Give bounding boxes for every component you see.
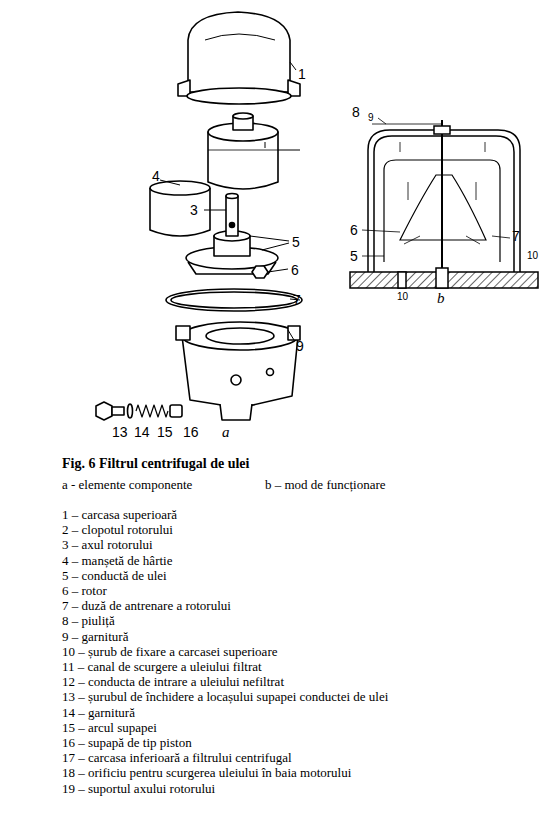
part-list-item: 3 – axul rotorului (62, 538, 153, 553)
leader-lines (160, 62, 300, 340)
section-view (350, 118, 538, 288)
gasket-ring (166, 289, 302, 311)
part-list-item: 6 – rotor (62, 584, 107, 599)
rotor-bell (208, 113, 278, 189)
lower-housing (176, 322, 300, 420)
part-list-item: 4 – manșetă de hârtie (62, 554, 172, 569)
part-list-item: 12 – conducta de intrare a uleiului nefi… (62, 675, 284, 690)
upper-housing (178, 12, 300, 104)
callout-number: 13 (112, 424, 128, 440)
callout-number: 1 (298, 66, 306, 82)
part-list-item: 17 – carcasa inferioară a filtrului cent… (62, 751, 292, 766)
callout-number: 15 (157, 424, 173, 440)
callout-number: 7 (512, 228, 520, 244)
callout-number: 4 (152, 168, 160, 184)
figure-letter: a (222, 424, 230, 441)
part-list-item: 7 – duză de antrenare a rotorului (62, 599, 231, 614)
part-list-item: 9 – garnitură (62, 630, 128, 645)
callout-number: 6 (291, 262, 299, 278)
part-list-item: 8 – piuliță (62, 614, 115, 629)
callout-number: 5 (292, 234, 300, 250)
callout-number: 7 (293, 292, 301, 308)
callout-number: 8 (352, 104, 360, 120)
callout-number: 10 (397, 291, 408, 303)
callout-number: 6 (350, 222, 358, 238)
rotor-axle (186, 194, 278, 275)
part-list-item: 14 – garnitură (62, 706, 135, 721)
nut (252, 266, 268, 278)
callout-number: 5 (350, 248, 358, 264)
figure-letter: b (437, 290, 445, 307)
callout-number: 9 (368, 112, 374, 124)
subcaption: a - elemente componente (62, 478, 192, 493)
part-list-item: 15 – arcul supapei (62, 721, 157, 736)
part-list-item: 1 – carcasa superioară (62, 508, 177, 523)
callout-number: 3 (190, 202, 198, 218)
callout-number: 14 (134, 424, 150, 440)
part-list-item: 2 – clopotul rotorului (62, 523, 173, 538)
callout-number: 16 (183, 424, 199, 440)
part-list-item: 13 – șurubul de închidere a locașului su… (62, 690, 388, 705)
subcaption: b – mod de funcționare (265, 478, 386, 493)
figure-caption: Fig. 6 Filtrul centrifugal de ulei (62, 456, 249, 472)
part-list-item: 11 – canal de scurgere a uleiului filtra… (62, 660, 262, 675)
part-list-item: 18 – orificiu pentru scurgerea uleiului … (62, 766, 351, 781)
callout-number: 9 (296, 338, 304, 354)
valve-parts (96, 402, 182, 420)
part-list-item: 19 – suportul axului rotorului (62, 782, 215, 797)
part-list-item: 16 – supapă de tip piston (62, 736, 192, 751)
part-list-item: 10 – șurub de fixare a carcasei superioa… (62, 645, 277, 660)
paper-sleeve (150, 181, 210, 236)
part-list-item: 5 – conductă de ulei (62, 569, 167, 584)
callout-number: 10 (527, 250, 538, 262)
